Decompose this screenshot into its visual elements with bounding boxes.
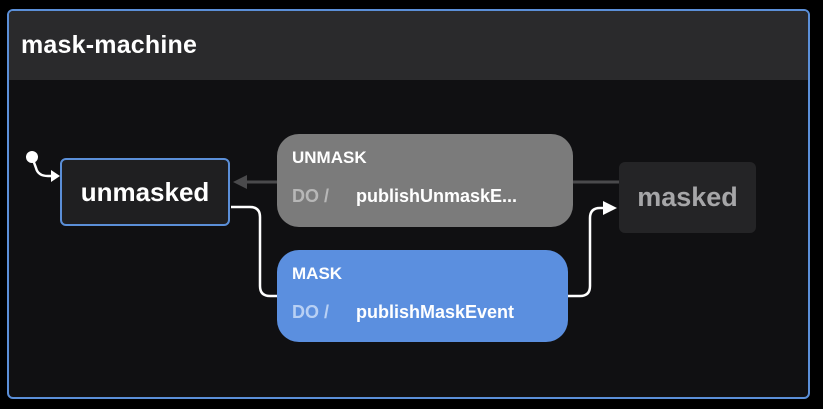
transition-unmask-event: UNMASK [292,148,367,167]
transition-unmask[interactable]: UNMASK DO / publishUnmaskE... [277,134,573,227]
state-unmasked-label: unmasked [80,176,210,207]
initial-transition-arrow [51,170,60,182]
state-unmasked[interactable]: unmasked [60,158,230,226]
initial-state-dot [26,151,38,163]
unmask-edge-arrow [233,175,247,189]
mask-edge-arrow [603,201,617,215]
transition-mask[interactable]: MASK DO / publishMaskEvent [277,250,568,342]
machine-title: mask-machine [21,31,198,59]
mask-edge-line-right [568,206,604,298]
machine-header: mask-machine [9,11,808,80]
mask-edge-line-left [231,205,277,298]
transition-mask-do-label: DO / [292,302,330,322]
transition-unmask-do-label: DO / [292,186,330,206]
transition-unmask-action: publishUnmaskE... [356,186,518,206]
transition-mask-event: MASK [292,264,343,283]
state-masked[interactable]: masked [619,162,756,233]
transition-mask-action: publishMaskEvent [356,302,515,322]
state-masked-label: masked [637,182,738,212]
initial-transition-line [30,156,52,178]
